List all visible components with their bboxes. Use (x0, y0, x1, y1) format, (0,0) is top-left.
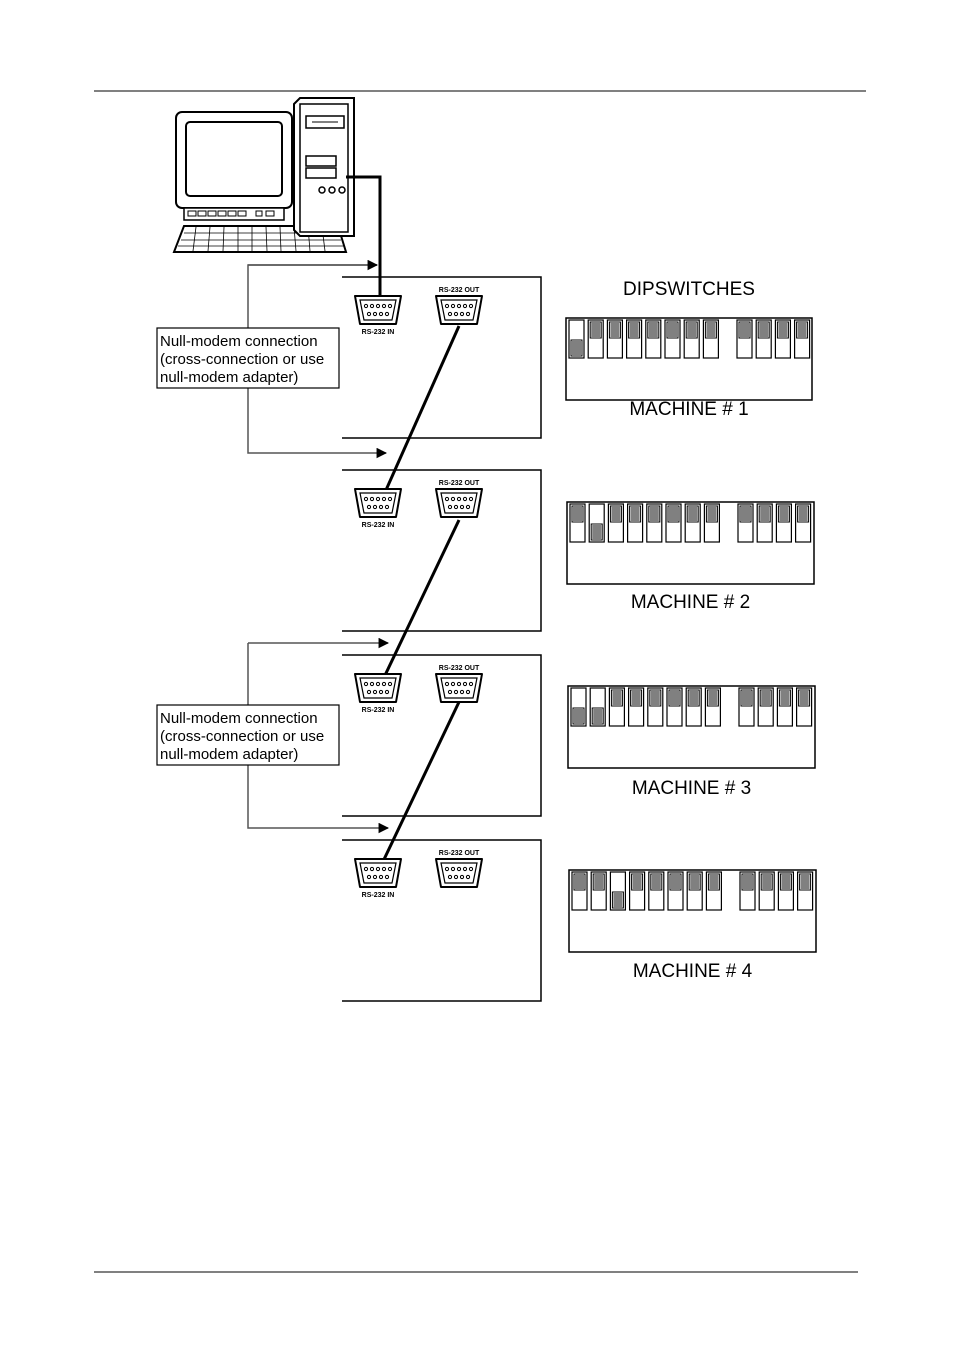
rs232-in-label: RS-232 IN (362, 707, 395, 714)
dip-switch (685, 687, 702, 727)
dip-switch (648, 871, 665, 911)
machine-label: MACHINE # 2 (631, 592, 750, 613)
dip-switch (686, 871, 703, 911)
dip-switch (589, 687, 606, 727)
dipswitch-block-3: MACHINE # 3 (567, 685, 816, 799)
machine-label: MACHINE # 4 (633, 961, 753, 982)
dip-switch (569, 503, 586, 543)
daisy-chain-cables (376, 325, 461, 873)
dip-switch (568, 319, 585, 359)
dip-switch (756, 503, 773, 543)
pc-serial-cable (346, 175, 382, 300)
dip-switch (590, 871, 607, 911)
dip-switch (794, 503, 812, 543)
dip-switch (645, 319, 662, 359)
db9-connector-icon (354, 858, 402, 888)
dip-switch (737, 503, 754, 543)
dipswitch-block-4: MACHINE # 4 (568, 869, 817, 982)
dip-switch (777, 871, 795, 911)
dip-switch (667, 871, 684, 911)
machine-panel-4: RS-232 IN RS-232 OUT (342, 839, 542, 1002)
machine-label: MACHINE # 1 (629, 399, 748, 420)
dip-switch (607, 503, 625, 543)
machine-panel-1: RS-232 IN RS-232 OUT (342, 276, 542, 439)
machine-panel-2: RS-232 IN RS-232 OUT (342, 469, 542, 632)
rs232-out-label: RS-232 OUT (439, 480, 480, 487)
dip-switch (647, 687, 664, 727)
db9-connector-icon (354, 488, 402, 518)
dipswitch-block-1: MACHINE # 1 (565, 317, 813, 420)
dip-switch (646, 503, 663, 543)
dip-switch (587, 319, 604, 359)
dip-switch (758, 871, 775, 911)
note-line: null-modem adapter) (160, 369, 298, 386)
dip-switch (628, 871, 646, 911)
note-line: Null-modem connection (160, 333, 318, 350)
dip-switch (666, 687, 683, 727)
dip-switch (703, 503, 721, 543)
rs232-out-label: RS-232 OUT (439, 850, 480, 857)
dip-switch (793, 319, 811, 359)
db9-connector-icon (354, 295, 402, 325)
dip-switch (665, 503, 682, 543)
db9-connector-icon (354, 673, 402, 703)
dip-switch (738, 687, 755, 727)
dip-switch (702, 319, 720, 359)
dip-switch (570, 687, 587, 727)
dipswitch-block-2: MACHINE # 2 (566, 501, 815, 613)
db9-connector-icon (435, 488, 483, 518)
dip-switch (705, 871, 723, 911)
dip-switch (588, 503, 605, 543)
desktop-computer-icon (172, 97, 355, 253)
dip-switch (608, 687, 626, 727)
null-modem-note: Null-modem connection(cross-connection o… (156, 327, 340, 389)
dip-switch (664, 319, 681, 359)
dip-switch (774, 319, 792, 359)
rs232-out-label: RS-232 OUT (439, 665, 480, 672)
db9-connector-icon (435, 858, 483, 888)
rs232-in-label: RS-232 IN (362, 522, 395, 529)
db9-connector-icon (435, 295, 483, 325)
null-modem-note: Null-modem connection(cross-connection o… (156, 704, 340, 766)
note-line: (cross-connection or use (160, 351, 324, 368)
dip-switch (683, 319, 700, 359)
dip-switch (739, 871, 756, 911)
dip-switch (775, 503, 793, 543)
note-line: null-modem adapter) (160, 746, 298, 763)
dip-switch (796, 871, 814, 911)
rs232-out-label: RS-232 OUT (439, 287, 480, 294)
machine-label: MACHINE # 3 (632, 778, 751, 799)
dip-switch (755, 319, 772, 359)
dip-switch (626, 503, 644, 543)
dip-switch (609, 871, 627, 911)
db9-connector-icon (435, 673, 483, 703)
machine-panel-3: RS-232 IN RS-232 OUT (342, 654, 542, 817)
note-line: (cross-connection or use (160, 728, 324, 745)
dip-switch (684, 503, 701, 543)
dip-switch (571, 871, 588, 911)
dip-switch (625, 319, 643, 359)
dip-switch (776, 687, 794, 727)
dip-switch (627, 687, 645, 727)
dip-switch (757, 687, 774, 727)
rs232-in-label: RS-232 IN (362, 892, 395, 899)
dip-switch (606, 319, 624, 359)
dip-switch (795, 687, 813, 727)
rs232-in-label: RS-232 IN (362, 329, 395, 336)
note-line: Null-modem connection (160, 710, 318, 727)
dip-switch (736, 319, 753, 359)
dip-switch (704, 687, 722, 727)
dipswitch-title: DIPSWITCHES (623, 279, 755, 300)
